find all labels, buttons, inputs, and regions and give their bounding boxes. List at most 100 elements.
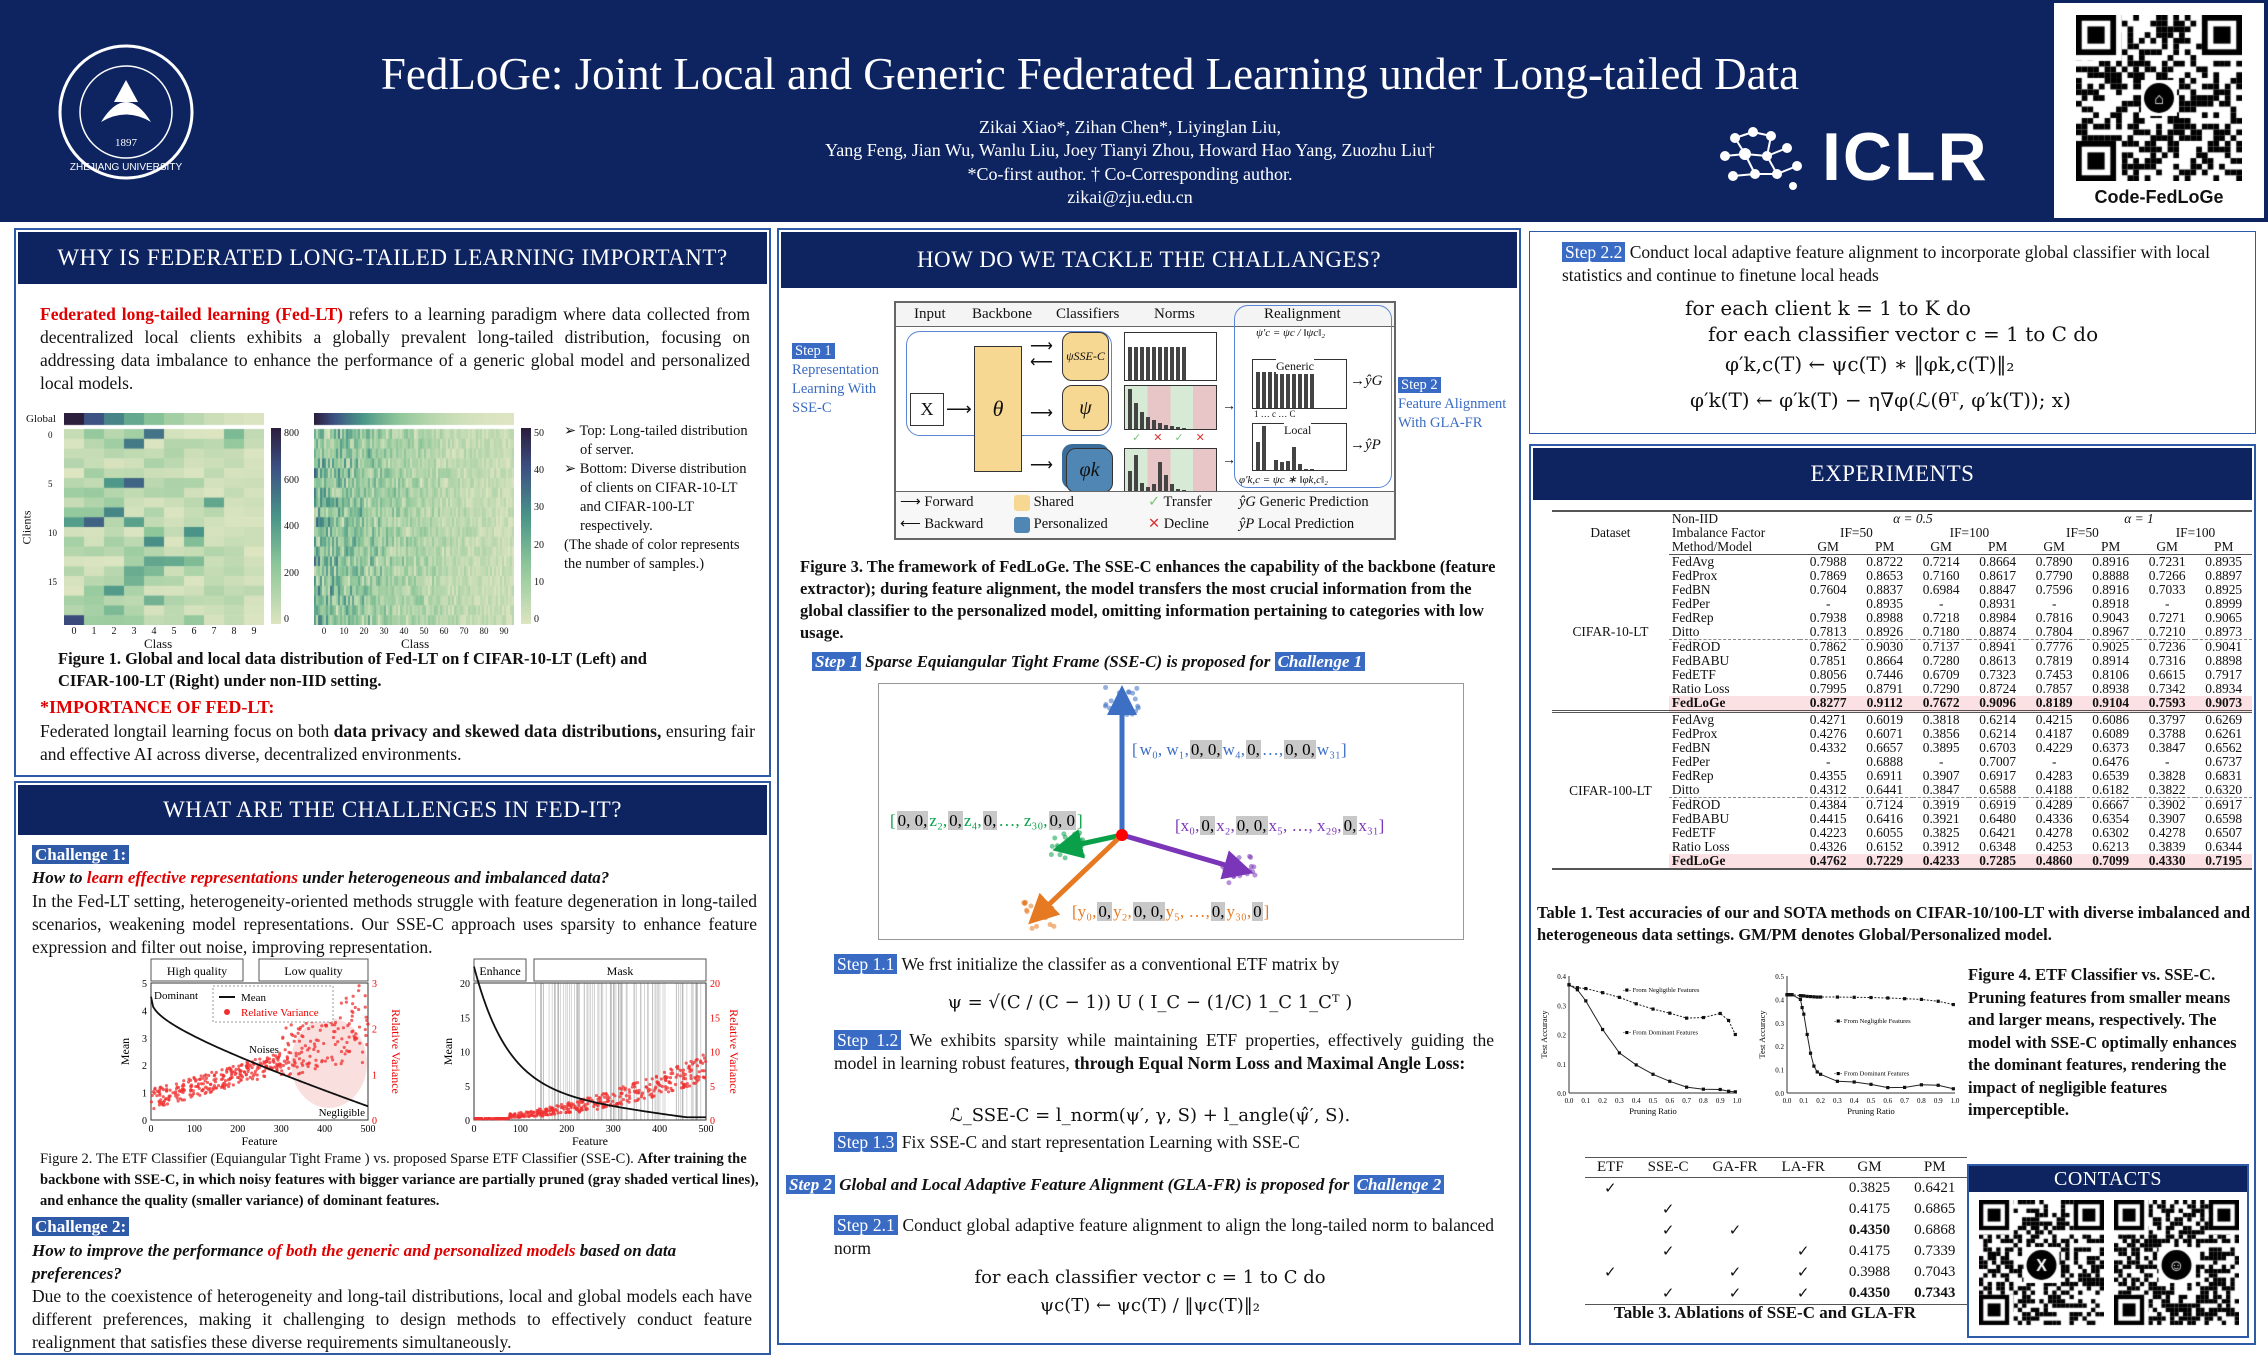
x-tick: 0 [149,1124,154,1135]
norm-bar [1128,347,1132,380]
table-cell: 0.8934 [2205,681,2243,696]
wechat-qr-code[interactable] [2114,1200,2239,1330]
variance-point [199,1082,204,1086]
y2-tick: 10 [710,1048,720,1059]
norm-bar [1256,442,1260,470]
sample-point [1077,830,1083,836]
table-cell: 0.8664 [1866,653,1904,668]
table-cell: 0.8935 [2205,554,2243,569]
table-cell: 0.8664 [1979,554,2017,569]
table-cell: 0.8984 [1979,610,2017,625]
variance-point [301,1035,305,1039]
variance-point [579,1107,583,1111]
variance-point [506,1117,510,1121]
variance-point [611,1099,615,1103]
colorbar-cifar10 [271,428,281,624]
tick-label: 10 [48,528,57,538]
vector-entry: …, [1261,740,1284,759]
table-cell: 0.6919 [1969,797,2026,812]
sample-point [1047,922,1053,928]
sample-point [1103,684,1109,690]
vector-entry: [x₀, [1175,816,1200,835]
zero-entry: 0, 0, [1132,902,1165,921]
annotation-negligible: Negligible [319,1107,366,1119]
loss-formula: ℒ_SSE-C = l_norm(ψ′, γ, S) + l_angle(ψ̂′… [949,1105,1351,1126]
gm-value: 0.3988 [1848,1264,1891,1280]
vector-entry: [y₀, [1072,902,1097,921]
variance-point [633,1085,637,1089]
x-qr-code[interactable] [1979,1200,2104,1330]
table-cell: 0.4289 [2025,797,2083,812]
table-cell: 0.8189 [2025,696,2083,712]
contact-email[interactable]: zikai@zju.edu.cn [1067,187,1193,207]
author-note: *Co-first author. † Co-Corresponding aut… [967,164,1293,184]
x-tick: 0.1 [1581,1097,1590,1105]
table-cell: 0.7214 [1922,554,1960,569]
tick-label: 2 [111,626,117,637]
variance-point [221,1076,225,1081]
table-cell: Non-IID [1671,511,1718,526]
variance-point [216,1083,221,1088]
variance-point [598,1096,602,1100]
arrow-icon: ⟶ [946,399,972,419]
qr-code[interactable] [2076,15,2242,181]
check-icon: ✓ [1796,1244,1810,1260]
sample-point [1034,923,1040,929]
variance-point [680,1081,684,1085]
table-cell: 0.8931 [1979,596,2017,611]
variance-point [204,1076,209,1080]
logo-year: 1897 [115,137,138,149]
variance-point [682,1074,686,1078]
sample-point [1049,843,1055,849]
contacts-panel: CONTACTS [1967,1164,2249,1338]
variance-point [601,1106,605,1110]
data-point [1701,1015,1705,1020]
variance-point [197,1077,202,1081]
framework-column-norms: Norms [1154,306,1195,322]
variance-point [303,1044,307,1048]
sample-point [1062,855,1068,861]
variance-point [684,1061,688,1065]
table-cell: 0.7776 [2025,639,2083,654]
data-point [1936,999,1940,1003]
variance-point [157,1103,162,1107]
sample-point [1126,689,1132,695]
table-cell: 0.8941 [1969,639,2026,654]
variance-point [205,1080,210,1085]
importance-heading: *IMPORTANCE OF FED-LT: [40,697,275,717]
variance-point [623,1088,627,1092]
heatmap-cifar10 [64,413,264,625]
variance-point [204,1090,208,1094]
variance-point [532,1114,536,1118]
x-tick: 0.1 [1799,1097,1808,1105]
data-point [1835,1079,1839,1083]
variance-point [292,1039,296,1043]
vector-label-w: [w₀, w₁,0, 0,w₄,0,…,0, 0,w₃₁] [1131,740,1348,760]
table-cell: 0.7819 [2035,653,2073,668]
table-cell: 0.3912 [1922,839,1960,854]
variance-point [510,1115,514,1120]
tick-label: 40 [534,465,544,477]
variance-point [285,1058,289,1062]
y-tick: 0.2 [1775,1043,1784,1051]
table-cell: 0.4312 [1809,782,1847,797]
variance-point [164,1083,169,1088]
table-cell: 0.9073 [2195,696,2252,712]
table-cell: 0.6354 [2092,811,2130,826]
figure1-caption: Figure 1. Global and local data distribu… [58,649,647,690]
variance-point [201,1076,205,1080]
variance-point [665,1086,670,1090]
qr-code-box[interactable]: Code-FedLoGe [2054,3,2264,218]
table-cell: 0.9041 [2195,639,2252,654]
y-tick: 4 [142,1006,147,1017]
norm-bar [1182,427,1186,429]
y-axis-label: Mean [441,1038,455,1065]
variance-point [333,1042,337,1047]
variance-point [559,1103,564,1107]
variance-point [592,1104,596,1109]
